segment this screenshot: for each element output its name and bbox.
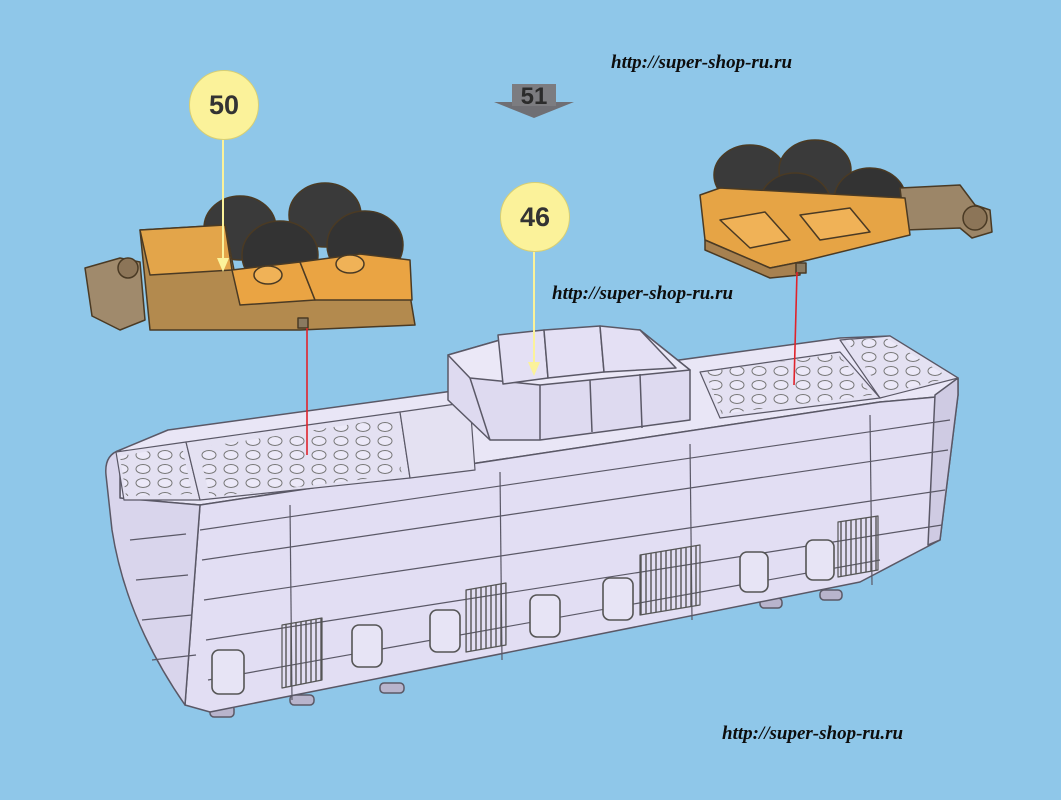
callout-label: 46 [519, 201, 551, 232]
callout-label: 50 [208, 89, 240, 120]
step-number-label: 51 [520, 83, 548, 110]
roof-studs-left [198, 418, 402, 497]
guide-lines [217, 138, 798, 455]
roof-studs-end [846, 338, 950, 394]
step-number: 51 [494, 80, 574, 120]
side-grilles [281, 515, 879, 689]
train-car-body [105, 325, 959, 718]
front-end-panel [105, 449, 201, 706]
left-bogie [84, 182, 416, 331]
roof-cab-block [447, 325, 691, 441]
roof-studs-corner [120, 446, 192, 496]
watermark-url-top: http://super-shop-ru.ru [611, 52, 793, 73]
part-callout: 46 [500, 182, 570, 252]
rear-end-panel [927, 377, 959, 546]
step-arrow [494, 84, 574, 118]
side-windows [211, 539, 835, 695]
underframe-details [209, 589, 843, 718]
roof-studs-right [705, 354, 872, 414]
part-callout: 50 [189, 70, 259, 140]
watermark-url-middle: http://super-shop-ru.ru [552, 283, 734, 304]
right-bogie [699, 139, 993, 279]
watermark-url-bottom: http://super-shop-ru.ru [722, 723, 904, 744]
